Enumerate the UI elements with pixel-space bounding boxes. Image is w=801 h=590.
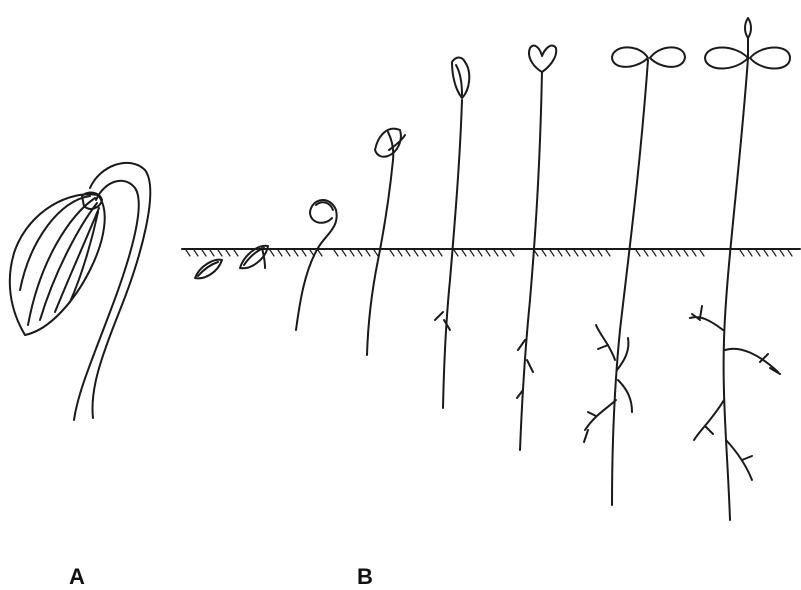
seed-hypocotyl-inner [74, 181, 139, 420]
panel-label-a: A [69, 566, 85, 588]
soil-surface [182, 249, 800, 256]
stage-7-seedling [584, 47, 685, 505]
stage-5-seedling [435, 58, 469, 409]
stage-1-seed [195, 260, 222, 279]
stage-3-hook [296, 200, 337, 330]
seed-hypocotyl-outer [90, 163, 150, 418]
stage-6-seedling [517, 46, 556, 450]
stage-4-seedling [367, 129, 405, 355]
stage-8-seedling [690, 18, 790, 520]
panel-label-b: B [357, 566, 373, 588]
panel-a-seed-closeup [10, 163, 150, 420]
